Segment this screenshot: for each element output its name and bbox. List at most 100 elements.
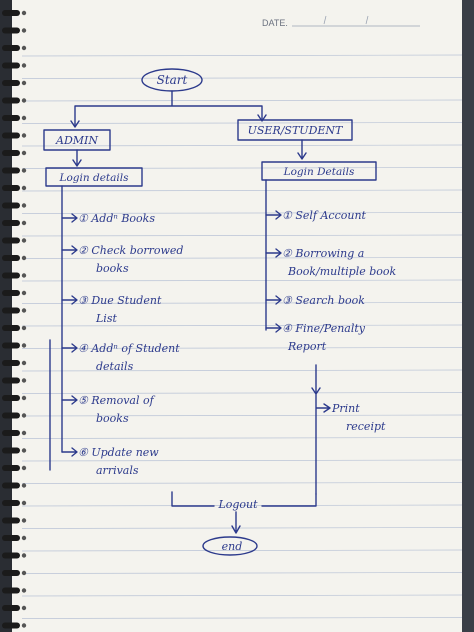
admin-items-branch-arrow: [61, 343, 78, 353]
user-login-label: Login Details: [283, 166, 355, 178]
ruled-line: [21, 347, 463, 349]
print-label-line2: receipt: [346, 420, 386, 433]
spiral-ring: [2, 45, 20, 51]
spiral-ring: [2, 255, 20, 261]
ruled-line: [21, 549, 463, 552]
spiral-hole: [21, 605, 27, 611]
spiral-ring: [2, 482, 20, 489]
spiral-hole: [21, 63, 27, 68]
ruled-line: [21, 122, 463, 124]
spiral-hole: [21, 430, 27, 436]
split-arrowheads: [70, 114, 267, 128]
ruled-line: [21, 482, 463, 484]
ruled-line: [21, 459, 463, 462]
admin-items-branch-arrow: [61, 447, 78, 457]
spiral-ring: [2, 237, 20, 244]
admin-items-line1: ④ Addⁿ of Student: [78, 342, 180, 355]
ruled-line: [21, 414, 463, 417]
spiral-ring: [2, 307, 20, 314]
spiral-ring: [2, 325, 20, 331]
spiral-ring: [2, 360, 20, 366]
user-items-line1: ③ Search book: [282, 294, 365, 307]
spiral-hole: [21, 168, 27, 173]
spiral-hole: [21, 413, 27, 418]
ruled-line: [21, 437, 463, 439]
admin-items-line2: List: [95, 312, 117, 325]
end-node: [202, 536, 258, 556]
ruled-line: [21, 324, 463, 327]
admin-items-line1: ⑥ Update new: [78, 446, 159, 459]
admin-items-branch-arrow: [61, 295, 78, 305]
date-separator: [323, 15, 327, 25]
user-items-branch-arrow: [265, 248, 282, 258]
user-items-branch-arrow: [265, 295, 282, 305]
end-arrow: [231, 511, 241, 534]
admin-items-line2: arrivals: [96, 464, 139, 477]
spiral-ring: [2, 220, 20, 226]
spiral-ring: [2, 552, 20, 559]
user-items-line1: ② Borrowing a: [282, 247, 364, 260]
user-label: USER/STUDENT: [248, 124, 344, 137]
spiral-ring: [2, 290, 20, 296]
logout-connector: [171, 491, 317, 507]
spiral-ring: [2, 412, 20, 419]
admin-items-line2: books: [96, 262, 129, 275]
binding-edge: [0, 0, 12, 632]
admin-label: ADMIN: [55, 134, 98, 147]
spiral-hole: [21, 553, 27, 558]
spiral-hole: [21, 133, 27, 138]
spiral-hole: [21, 448, 27, 453]
start-split-connector: [74, 90, 263, 127]
spiral-hole: [21, 588, 27, 593]
spiral-hole: [21, 273, 27, 278]
spiral-hole: [21, 360, 27, 366]
ruled-line: [21, 302, 463, 304]
spiral-hole: [21, 255, 27, 261]
ruled-line: [21, 279, 463, 282]
spiral-hole: [21, 80, 27, 86]
start-label: Start: [157, 73, 188, 87]
spiral-hole: [21, 623, 27, 628]
admin-items-branch-arrow: [61, 213, 78, 223]
spiral-ring: [2, 80, 20, 86]
admin-login-node: [45, 167, 143, 187]
spiral-hole: [21, 10, 27, 16]
user-node: [237, 119, 353, 141]
ruled-lines: [21, 54, 463, 619]
spiral-hole: [21, 308, 27, 313]
ruled-line: [21, 189, 463, 192]
end-label: end: [222, 540, 243, 553]
spiral-ring: [2, 395, 20, 401]
user-items-line1: ① Self Account: [282, 209, 367, 222]
spiral-hole: [21, 535, 27, 541]
spiral-ring: [2, 570, 20, 576]
spiral-ring: [2, 535, 20, 541]
ruled-line: [21, 54, 463, 57]
ruled-line: [21, 257, 463, 259]
spiral-ring: [2, 500, 20, 506]
ruled-line: [21, 504, 463, 507]
date-separator: [365, 15, 369, 25]
admin-items-branch-arrow: [61, 395, 78, 405]
spiral-hole: [21, 465, 27, 471]
spiral-hole: [21, 518, 27, 523]
admin-login-label: Login details: [59, 172, 130, 184]
spiral-hole: [21, 220, 27, 226]
user-items-line2: Report: [287, 340, 327, 353]
spiral-ring: [2, 97, 20, 104]
spiral-ring: [2, 272, 20, 279]
ruled-line: [21, 234, 463, 237]
spiral-hole: [21, 395, 27, 401]
spiral-ring: [2, 447, 20, 454]
spiral-hole: [21, 98, 27, 103]
spiral-ring: [2, 115, 20, 121]
spiral-hole: [21, 500, 27, 506]
admin-items-line1: ① Addⁿ Books: [78, 212, 155, 225]
spiral-hole: [21, 570, 27, 576]
login-arrows: [72, 139, 307, 167]
spiral-ring: [2, 27, 20, 34]
spiral-ring: [2, 132, 20, 139]
spiral-hole: [21, 238, 27, 243]
spiral-hole: [21, 343, 27, 348]
